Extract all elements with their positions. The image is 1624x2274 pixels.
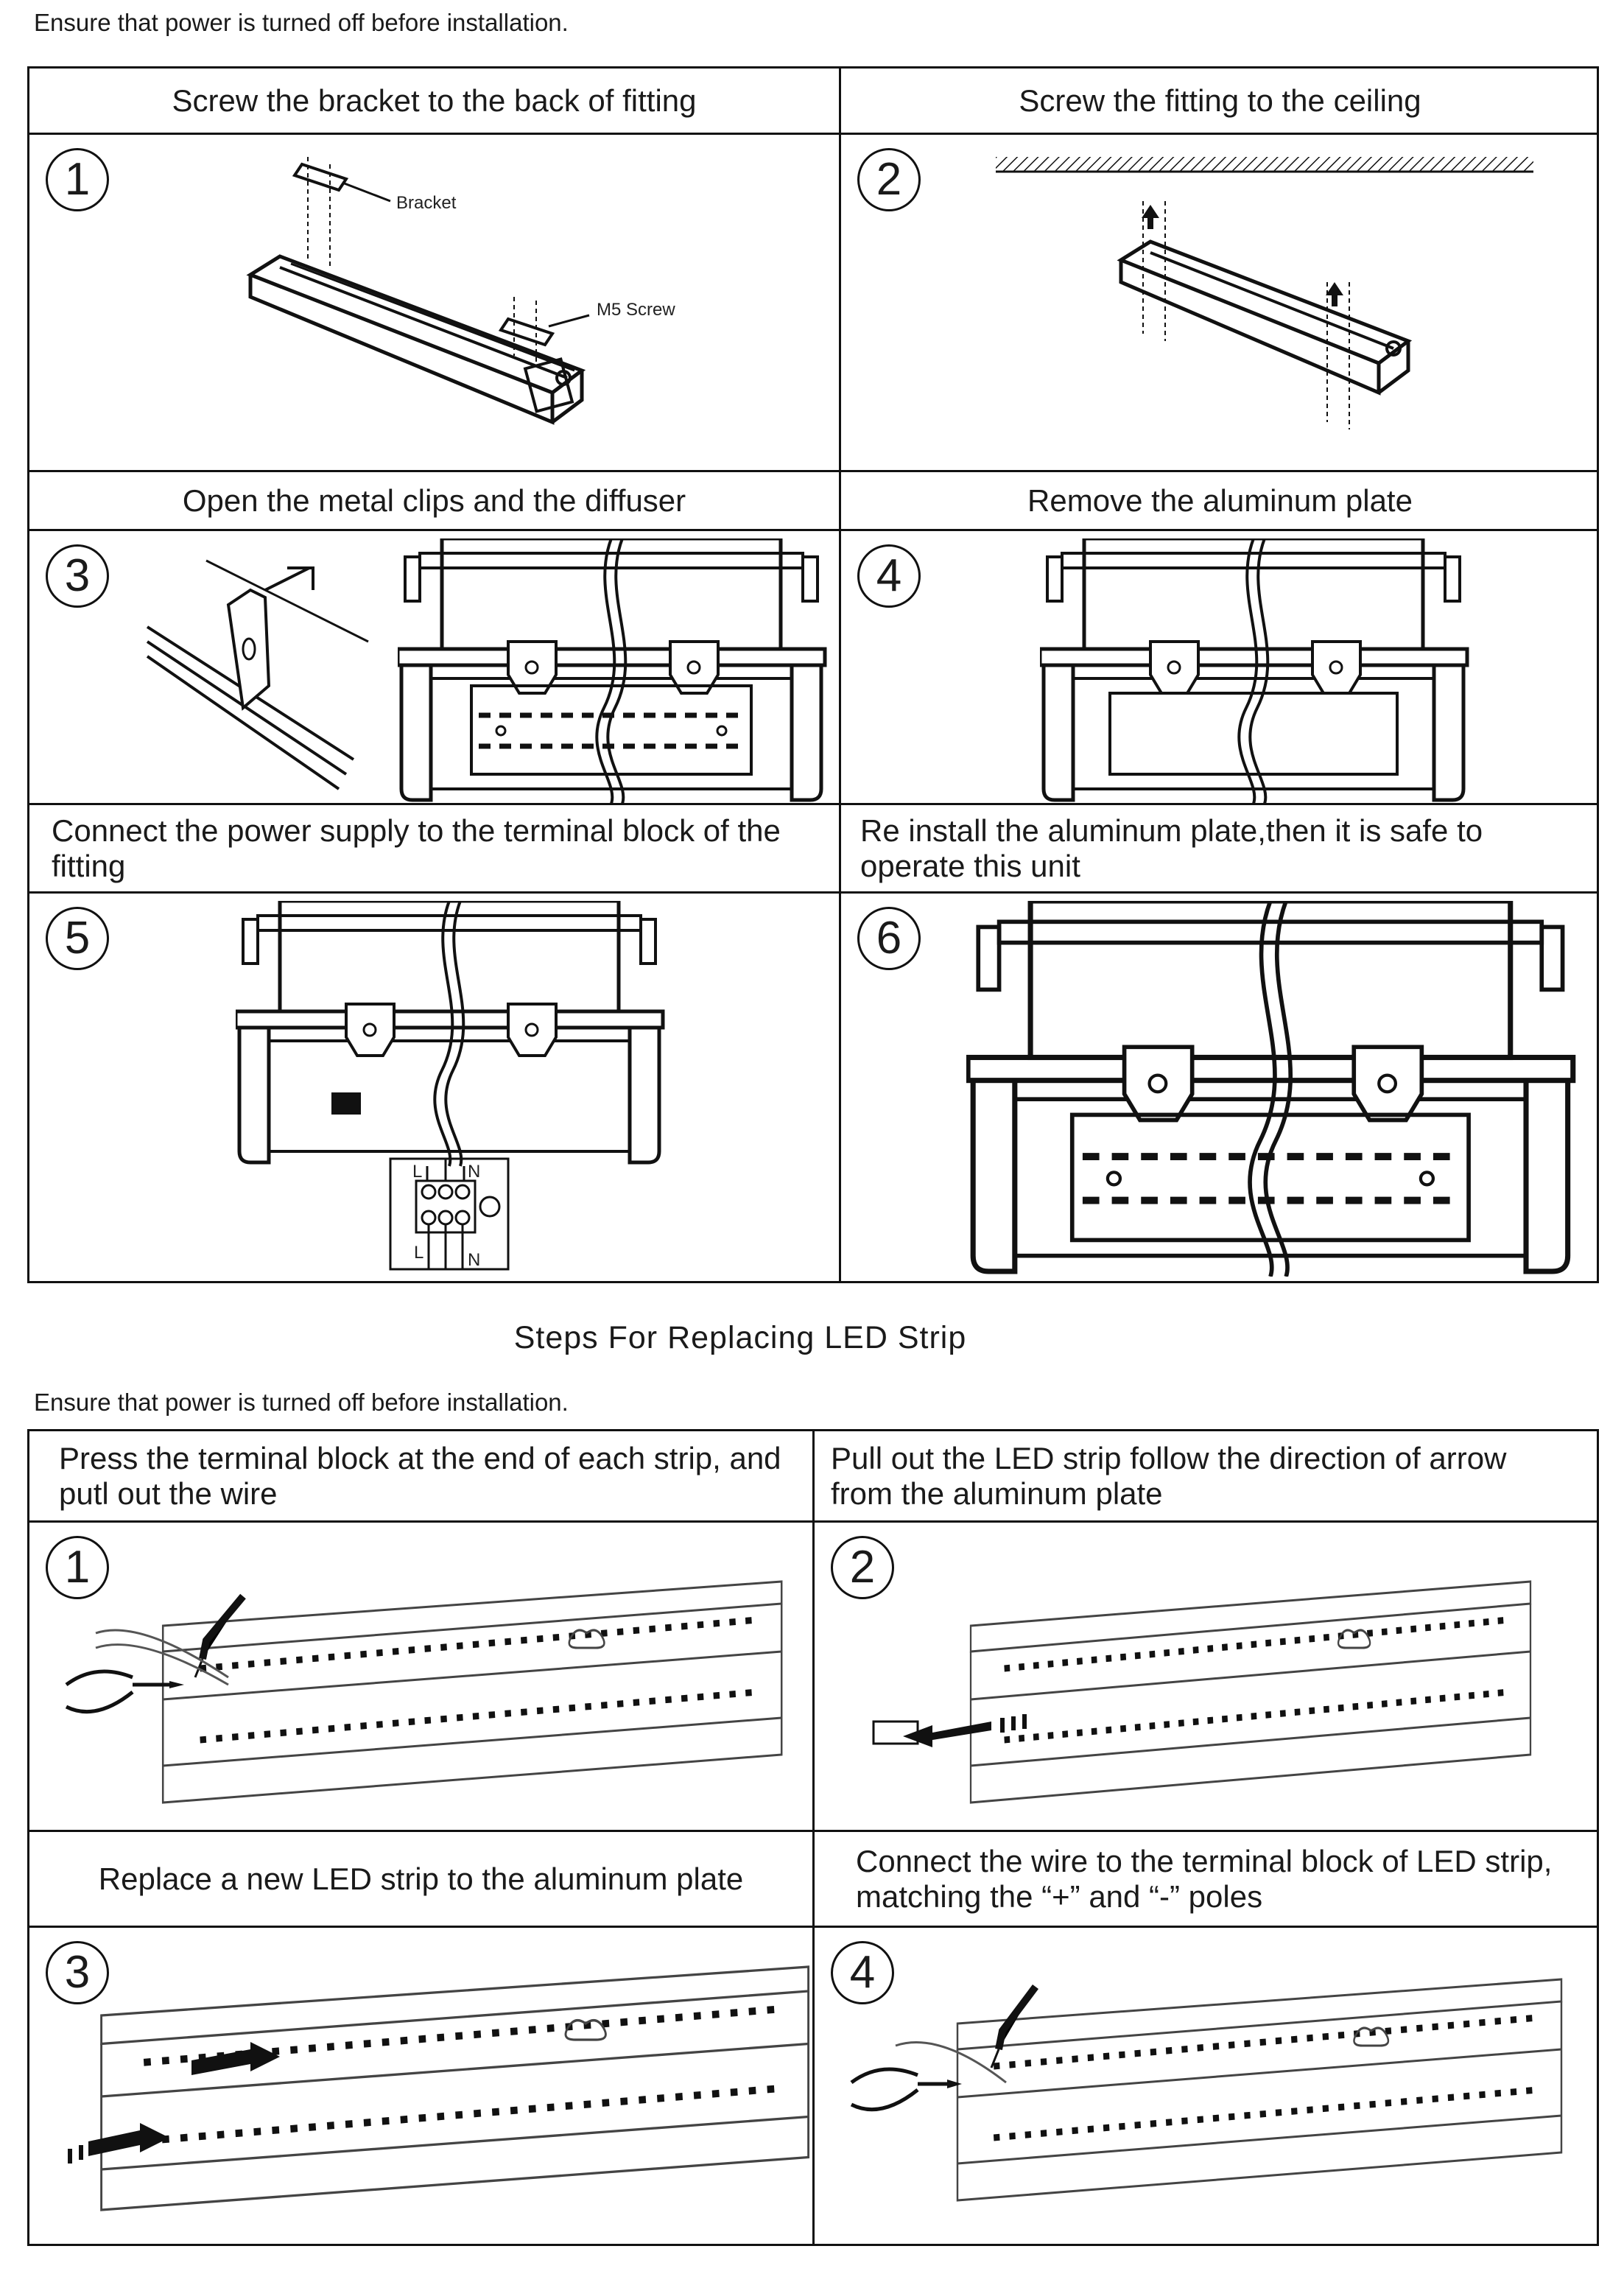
step-number-2: 2 [857, 148, 921, 211]
step-5-title: Connect the power supply to the terminal… [29, 805, 841, 894]
terminal-block-wiring-drawing: L N L N [236, 901, 670, 1271]
strip-step-number-4: 4 [831, 1941, 894, 2004]
step-6-title: Re install the aluminum plate,then it is… [841, 805, 1599, 894]
pull-strip-drawing [872, 1567, 1588, 1817]
connect-wire-drawing [850, 1957, 1588, 2230]
step-3-title: Open the metal clips and the diffuser [29, 472, 841, 531]
fitting-bracket-drawing: Bracket M5 Screw [246, 157, 675, 425]
step-number-3: 3 [46, 544, 109, 608]
strip-step-number-2: 2 [831, 1536, 894, 1599]
step-number-6: 6 [857, 907, 921, 970]
strip-step-4-title: Connect the wire to the terminal block o… [815, 1832, 1599, 1928]
safety-note-bottom: Ensure that power is turned off before i… [34, 1389, 569, 1416]
installation-steps-table: Screw the bracket to the back of fitting… [27, 66, 1599, 1283]
step-number-4: 4 [857, 544, 921, 608]
strip-step-1-illustration: 1 [29, 1523, 815, 1832]
strip-step-4-illustration: 4 [815, 1928, 1599, 2244]
ceiling-mount-drawing [996, 157, 1533, 429]
plate-reinstalled-drawing [966, 901, 1585, 1277]
m5-screw-label: M5 Screw [597, 300, 675, 320]
step-6-illustration: 6 [841, 894, 1599, 1281]
plate-removed-drawing [1040, 538, 1474, 805]
safety-note-top: Ensure that power is turned off before i… [34, 9, 569, 36]
strip-step-2-illustration: 2 [815, 1523, 1599, 1832]
strip-step-3-illustration: 3 [29, 1928, 815, 2244]
step-2-title: Screw the fitting to the ceiling [841, 69, 1599, 135]
step-1-illustration: 1 Bracket M5 Screw [29, 135, 841, 472]
step-5-illustration: 5 L N L N [29, 894, 841, 1281]
step-4-illustration: 4 [841, 531, 1599, 805]
strip-step-number-3: 3 [46, 1941, 109, 2004]
neutral-label-top: N [468, 1162, 480, 1182]
replace-strip-drawing [68, 1943, 810, 2237]
strip-step-number-1: 1 [46, 1536, 109, 1599]
step-4-title: Remove the aluminum plate [841, 472, 1599, 531]
strip-step-2-title: Pull out the LED strip follow the direct… [815, 1431, 1599, 1523]
step-number-5: 5 [46, 907, 109, 970]
step-3-illustration: 3 [29, 531, 841, 805]
strip-step-3-title: Replace a new LED strip to the aluminum … [29, 1832, 815, 1928]
step-2-illustration: 2 [841, 135, 1599, 472]
live-label-bottom: L [414, 1243, 423, 1263]
neutral-label-bottom: N [468, 1250, 480, 1270]
led-strip-steps-table: Press the terminal block at the end of e… [27, 1429, 1599, 2246]
step-number-1: 1 [46, 148, 109, 211]
strip-step-1-title: Press the terminal block at the end of e… [29, 1431, 815, 1523]
step-1-title: Screw the bracket to the back of fitting [29, 69, 841, 135]
live-label-top: L [412, 1162, 422, 1182]
section-heading: Steps For Replacing LED Strip [513, 1320, 967, 1355]
diffuser-open-drawing [398, 538, 832, 805]
bracket-label: Bracket [396, 193, 457, 213]
metal-clip-detail-drawing [146, 559, 369, 790]
press-terminal-drawing [65, 1552, 803, 1825]
